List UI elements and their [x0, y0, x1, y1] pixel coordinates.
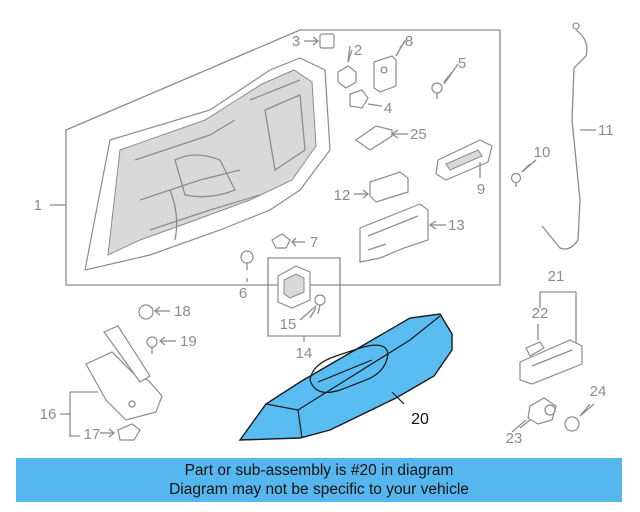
label-24: 24 — [590, 383, 607, 400]
label-10: 10 — [534, 144, 551, 161]
label-3: 3 — [292, 33, 300, 50]
label-18: 18 — [174, 303, 191, 320]
label-1: 1 — [34, 197, 42, 214]
clip-part-3[interactable] — [304, 33, 335, 49]
label-9: 9 — [477, 181, 485, 198]
bulb-part-22[interactable] — [525, 324, 545, 357]
clip-part-18[interactable] — [138, 304, 170, 320]
label-23: 23 — [506, 430, 523, 447]
cable-part-11[interactable] — [541, 22, 596, 250]
label-7: 7 — [310, 234, 318, 251]
cup-holder-part-15[interactable] — [277, 265, 326, 319]
callout-labels: 1 2 3 4 5 6 7 8 9 10 11 12 13 14 15 16 1… — [34, 33, 614, 447]
cap-part-24[interactable] — [564, 403, 591, 432]
bolt-part-19[interactable] — [146, 336, 176, 354]
panel-assembly-frame — [50, 29, 501, 286]
label-2: 2 — [354, 42, 362, 59]
screw-part-5[interactable] — [431, 71, 453, 99]
clip-part-4[interactable] — [349, 89, 383, 109]
label-13: 13 — [448, 217, 465, 234]
label-19: 19 — [180, 333, 197, 350]
bracket-part-16[interactable] — [60, 325, 163, 437]
label-25: 25 — [410, 126, 427, 143]
clip-part-2[interactable] — [337, 49, 357, 89]
label-4: 4 — [384, 100, 392, 117]
label-22: 22 — [532, 305, 549, 322]
label-17: 17 — [84, 426, 101, 443]
label-16: 16 — [40, 406, 57, 423]
label-20: 20 — [411, 411, 429, 428]
info-banner: Part or sub-assembly is #20 in diagram D… — [16, 458, 622, 502]
quarter-trim-panel-part-1[interactable] — [84, 57, 331, 271]
clip-part-17[interactable] — [100, 423, 141, 441]
label-8: 8 — [405, 33, 413, 50]
label-14: 14 — [296, 345, 313, 362]
assembly-frame-21 — [539, 291, 577, 344]
label-5: 5 — [458, 55, 466, 72]
label-15: 15 — [280, 316, 297, 333]
clip-part-7[interactable] — [271, 233, 305, 249]
clip-part-6[interactable] — [240, 250, 254, 282]
assembly-frame-14 — [267, 257, 341, 342]
label-21: 21 — [548, 268, 565, 285]
label-6: 6 — [239, 285, 247, 302]
handle-part-9[interactable] — [435, 139, 493, 181]
trim-part-13[interactable] — [359, 203, 446, 263]
banner-line-1: Part or sub-assembly is #20 in diagram — [184, 462, 454, 479]
label-11: 11 — [598, 122, 614, 139]
leader-lines — [299, 41, 595, 433]
banner-line-2: Diagram may not be specific to your vehi… — [169, 481, 469, 498]
label-12: 12 — [334, 187, 351, 204]
handle-trim-part-20[interactable] — [238, 313, 453, 441]
hook-part-25[interactable] — [354, 125, 408, 151]
lamp-part-12[interactable] — [354, 171, 409, 203]
lamp-part-21[interactable] — [519, 339, 583, 385]
socket-part-23[interactable] — [519, 397, 557, 429]
